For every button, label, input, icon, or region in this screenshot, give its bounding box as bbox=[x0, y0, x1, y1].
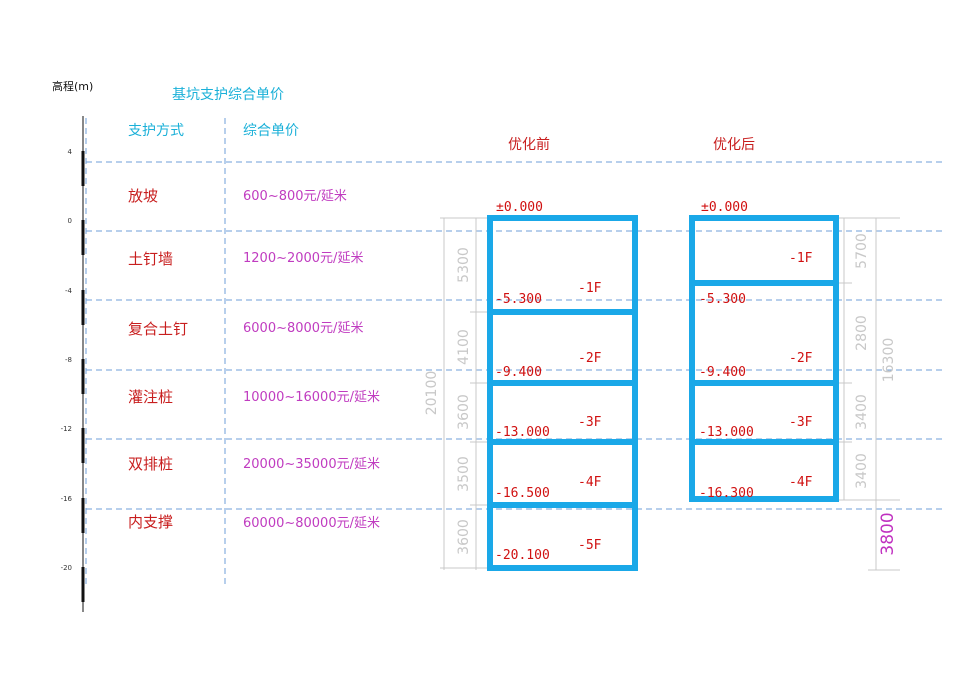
before-floor-label: -2F bbox=[578, 351, 602, 366]
before-level-label: -13.000 bbox=[495, 425, 550, 440]
before-dim-label: 5300 bbox=[456, 247, 472, 283]
after-level-label: -5.300 bbox=[699, 292, 746, 307]
after-floor-label: -4F bbox=[789, 475, 813, 490]
before-optimization-section: 优化前 ±0.000 5300 4100 3600 3500 3600 2010… bbox=[424, 136, 638, 571]
axis-tick-label: -12 bbox=[61, 425, 72, 433]
after-level-label: -13.000 bbox=[699, 425, 754, 440]
method-label: 放坡 bbox=[128, 187, 158, 205]
price-label: 1200~2000元/延米 bbox=[243, 251, 363, 266]
after-dim-label: 3400 bbox=[854, 453, 870, 489]
before-top-level: ±0.000 bbox=[496, 200, 543, 215]
after-saved-depth: 3800 bbox=[878, 512, 898, 555]
after-level-label: -9.400 bbox=[699, 365, 746, 380]
before-floor-label: -4F bbox=[578, 475, 602, 490]
price-label: 10000~16000元/延米 bbox=[243, 390, 380, 405]
table-title: 基坑支护综合单价 bbox=[172, 86, 284, 103]
header-price: 综合单价 bbox=[243, 123, 299, 139]
price-label: 600~800元/延米 bbox=[243, 189, 347, 204]
support-cost-table: 基坑支护综合单价 支护方式 综合单价 放坡 600~800元/延米 土钉墙 12… bbox=[128, 86, 380, 531]
method-label: 双排桩 bbox=[128, 455, 173, 473]
method-label: 土钉墙 bbox=[128, 250, 173, 268]
before-level-label: -20.100 bbox=[495, 548, 550, 563]
after-level-label: -16.300 bbox=[699, 486, 754, 501]
price-label: 60000~80000元/延米 bbox=[243, 516, 380, 531]
after-outer-frame bbox=[689, 215, 839, 502]
before-title: 优化前 bbox=[508, 136, 550, 153]
before-dim-label: 3500 bbox=[456, 456, 472, 492]
after-dim-label: 5700 bbox=[854, 233, 870, 269]
before-floor-label: -5F bbox=[578, 538, 602, 553]
before-floor-label: -3F bbox=[578, 415, 602, 430]
after-floor-label: -2F bbox=[789, 351, 813, 366]
axis-tick-label: -20 bbox=[61, 564, 72, 572]
price-label: 6000~8000元/延米 bbox=[243, 321, 363, 336]
before-dim-label: 4100 bbox=[456, 329, 472, 365]
method-label: 灌注桩 bbox=[128, 388, 173, 406]
after-optimization-section: 优化后 ±0.000 5700 2800 3400 3400 16300 380… bbox=[689, 137, 900, 571]
method-label: 复合土钉 bbox=[128, 320, 188, 338]
after-dim-label: 3400 bbox=[854, 394, 870, 430]
header-method: 支护方式 bbox=[128, 123, 184, 139]
after-dim-label: 2800 bbox=[854, 315, 870, 351]
after-total-dim: 16300 bbox=[881, 338, 897, 383]
axis-tick-label: -8 bbox=[65, 356, 72, 364]
before-outer-frame bbox=[487, 215, 638, 571]
before-frame bbox=[487, 215, 638, 571]
after-floor-label: -1F bbox=[789, 251, 813, 266]
before-level-label: -5.300 bbox=[495, 292, 542, 307]
after-title: 优化后 bbox=[713, 137, 755, 153]
axis-tick-label: 0 bbox=[68, 217, 72, 225]
before-dim-label: 3600 bbox=[456, 394, 472, 430]
axis-tick-label: -4 bbox=[65, 287, 73, 295]
before-level-label: -9.400 bbox=[495, 365, 542, 380]
axis-title: 高程(m) bbox=[52, 79, 93, 93]
after-top-level: ±0.000 bbox=[701, 200, 748, 215]
before-dimension-lines bbox=[440, 217, 488, 570]
after-floor-label: -3F bbox=[789, 415, 813, 430]
axis-tick-label: 4 bbox=[68, 148, 73, 156]
method-label: 内支撑 bbox=[128, 513, 173, 531]
before-floor-label: -1F bbox=[578, 281, 602, 296]
axis-tick-label: -16 bbox=[61, 495, 73, 503]
before-level-label: -16.500 bbox=[495, 486, 550, 501]
price-label: 20000~35000元/延米 bbox=[243, 457, 380, 472]
table-column-lines bbox=[85, 118, 226, 585]
after-frame bbox=[689, 215, 839, 502]
before-dim-label: 3600 bbox=[456, 519, 472, 555]
before-total-dim: 20100 bbox=[424, 371, 440, 416]
elevation-axis: 高程(m) 4 0 -4 -8 -12 -16 -20 bbox=[52, 79, 93, 612]
